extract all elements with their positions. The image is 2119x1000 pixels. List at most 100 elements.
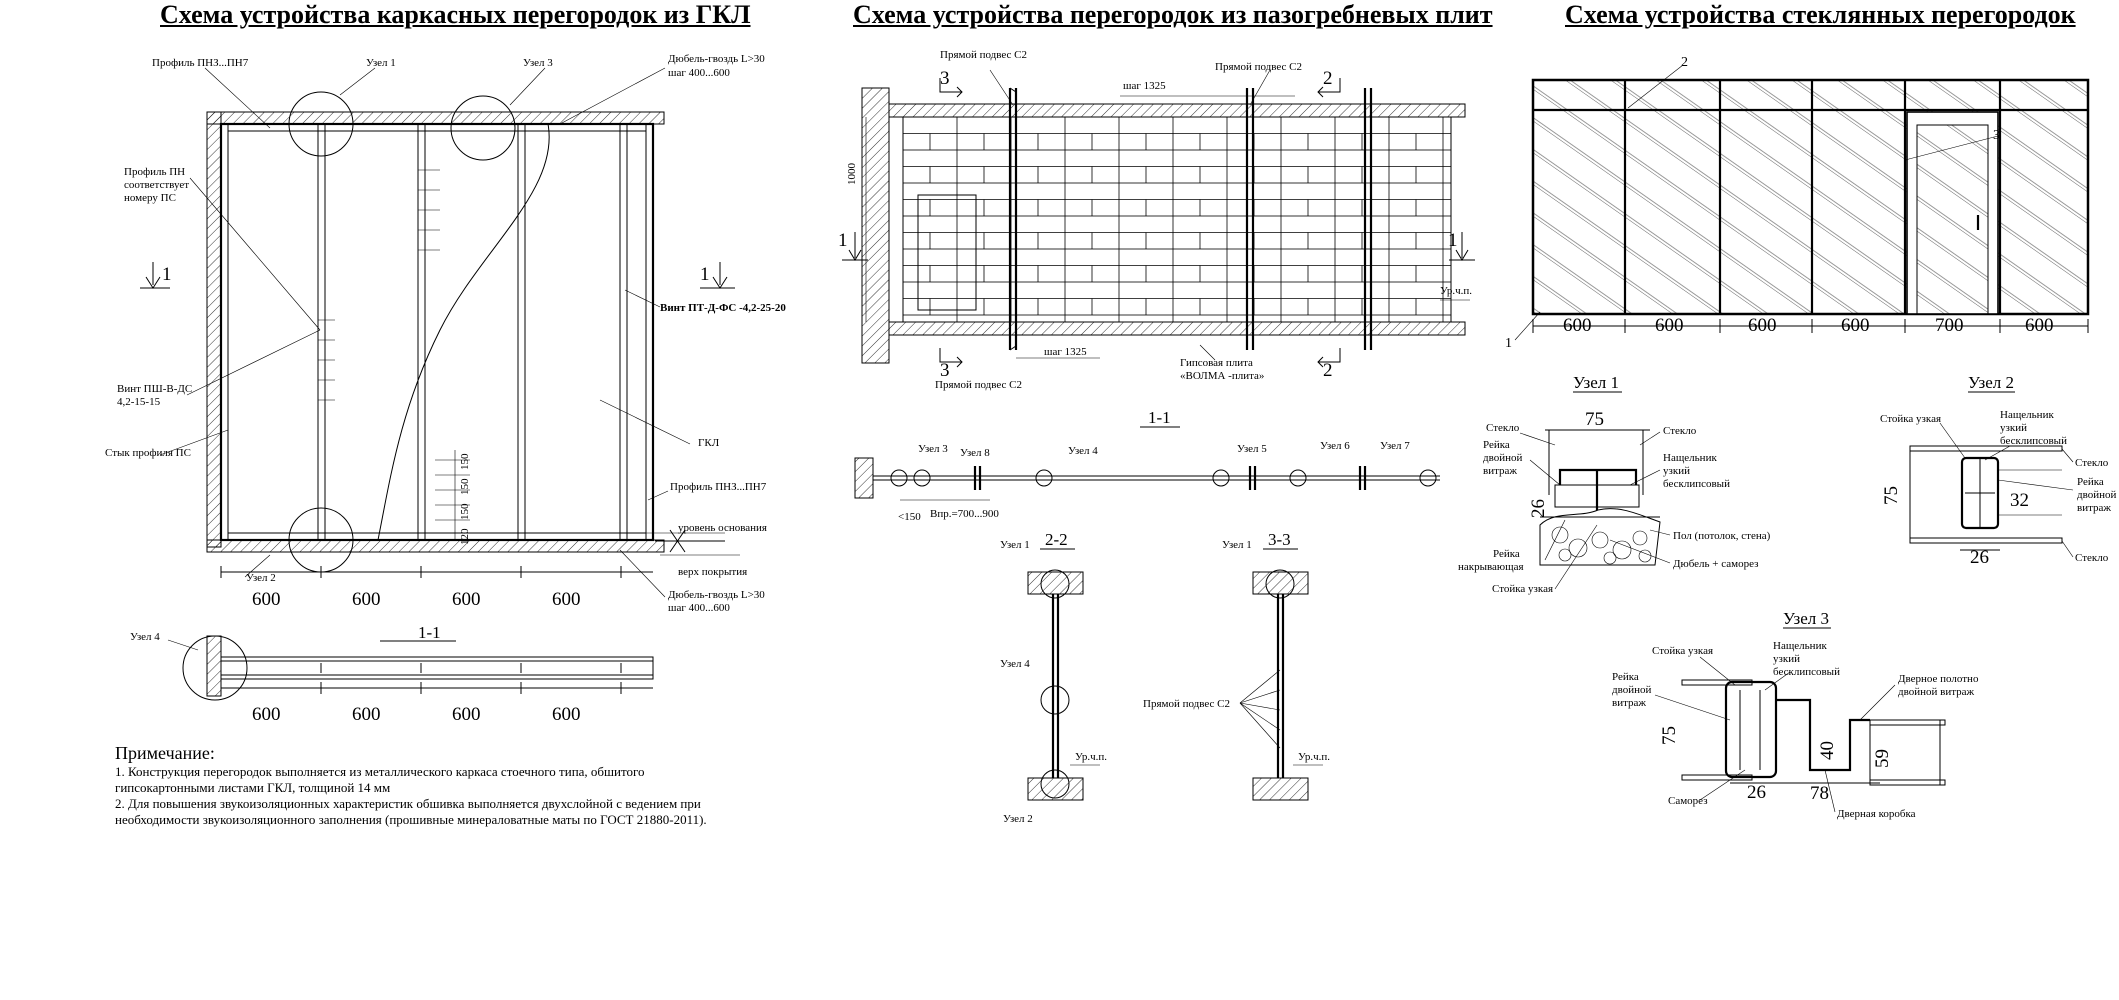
label-profile-pnz: Профиль ПНЗ...ПН7 (152, 57, 249, 69)
label-dowel-top-1: Дюбель-гвоздь L>30 (668, 53, 765, 65)
label-gn3-post: Стойка узкая (1652, 645, 1713, 657)
note-p2: 2. Для повышения звукоизоляционных харак… (115, 796, 707, 827)
dim-gkl-3: 600 (452, 589, 481, 610)
label-gn1-floor: Пол (потолок, стена) (1673, 530, 1771, 542)
dim-gkl2-1: 600 (252, 704, 281, 725)
dim-glass-1: 600 (1563, 315, 1592, 336)
notes-block: Примечание: 1. Конструкция перегородок в… (115, 742, 715, 828)
dim-glass-4: 600 (1841, 315, 1870, 336)
label-gn3-rail-1: Рейка (1612, 671, 1639, 683)
label-screw-pt: Винт ПТ-Д-ФС -4,2-25-20 (660, 302, 786, 314)
label-plate-2: «ВОЛМА -плита» (1180, 370, 1264, 382)
label-screw-psh-1: Винт ПШ-В-ДС (117, 383, 192, 395)
label-gn3-h75: 75 (1659, 726, 1680, 745)
label-joint-ps: Стык профиля ПС (105, 447, 191, 459)
pgp-labels: Прямой подвес С2 Прямой подвес С2 шаг 13… (838, 49, 1472, 391)
label-gn3-rail-2: двойной (1612, 684, 1651, 696)
label-gn2-w26: 26 (1970, 547, 1989, 568)
dim-glass-5: 700 (1935, 315, 1964, 336)
dim-glass-3: 600 (1748, 315, 1777, 336)
label-pgp-n7: Узел 7 (1380, 440, 1410, 452)
label-gn3-h40: 40 (1817, 741, 1838, 760)
label-node2: Узел 2 (246, 572, 276, 584)
dim-gkl-2: 600 (352, 589, 381, 610)
label-gn3-frame: Дверная коробка (1837, 808, 1916, 820)
label-pgp-level3: Ур.ч.п. (1298, 751, 1330, 763)
label-pgp-lt150: <150 (898, 511, 921, 523)
label-gn3-screw: Саморез (1668, 795, 1708, 807)
label-mark2-bot: 2 (1323, 360, 1333, 381)
gkl-dims: 600 600 600 600 (252, 589, 581, 610)
gkl-plan-1-1: 1-1 Узел 4 600 600 600 600 (130, 623, 654, 725)
label-glass-m1: 1 (1505, 336, 1512, 351)
pgp-section-2-2: 2-2 Узел 1 Узел 4 Ур.ч.п. Узел 2 (1000, 530, 1107, 825)
label-gn3-door-1: Дверное полотно (1898, 673, 1979, 685)
label-gn3-title: Узел 3 (1783, 609, 1829, 628)
label-gn2-h75: 75 (1881, 486, 1902, 505)
label-pgp-vpr: Впр.=700...900 (930, 508, 999, 520)
dim-gkl2-2: 600 (352, 704, 381, 725)
label-plate-1: Гипсовая плита (1180, 357, 1253, 369)
label-step-top: шаг 1325 (1123, 80, 1166, 92)
label-gn2-rail-1: Рейка (2077, 476, 2104, 488)
label-gn2-strip-2: узкий (2000, 422, 2027, 434)
label-profile-pn-2: соответствует (124, 179, 189, 191)
label-gn1-rail-3: витраж (1483, 465, 1517, 477)
label-gn2-w32: 32 (2010, 490, 2029, 511)
label-h1000: 1000 (846, 163, 858, 186)
label-node4: Узел 4 (130, 631, 160, 643)
label-level: Ур.ч.п. (1440, 285, 1472, 297)
label-gn1-strip-3: бесклипсовый (1663, 478, 1730, 490)
label-step-bot: шаг 1325 (1044, 346, 1087, 358)
label-gn1-w75: 75 (1585, 409, 1604, 430)
label-gn3-h59: 59 (1872, 749, 1893, 768)
label-pgp-n3: Узел 3 (918, 443, 948, 455)
label-pgp-n8: Узел 8 (960, 447, 990, 459)
dim-glass-6: 600 (2025, 315, 2054, 336)
label-gn2-title: Узел 2 (1968, 373, 2014, 392)
label-mark3-top: 3 (940, 68, 950, 89)
label-gkl-section-title: 1-1 (418, 623, 441, 642)
label-pgp-sec11: 1-1 (1148, 408, 1171, 427)
label-gn1-rail-1: Рейка (1483, 439, 1510, 451)
label-gn1-cover-2: накрывающая (1458, 561, 1524, 573)
label-base-level: уровень основания (678, 522, 767, 534)
glass-node-1: Узел 1 75 26 Стекло Стекло Рейка двойной… (1458, 373, 1771, 595)
gkl-elevation (140, 67, 740, 598)
glass-node-3: Узел 3 Стойка узкая Нащельник узкий беск… (1612, 609, 1979, 820)
label-profile-pn-1: Профиль ПН (124, 166, 185, 178)
label-pgp-n4: Узел 4 (1068, 445, 1098, 457)
label-pgp-level2: Ур.ч.п. (1075, 751, 1107, 763)
label-pgp-n6: Узел 6 (1320, 440, 1350, 452)
label-gn3-w26: 26 (1747, 782, 1766, 803)
dim-gkl-1: 600 (252, 589, 281, 610)
label-pgp-n1b: Узел 1 (1222, 539, 1252, 551)
dim-gkl-4: 600 (552, 589, 581, 610)
label-gn3-strip-3: бесклипсовый (1773, 666, 1840, 678)
glass-elevation: 2 3 1 600 600 600 600 700 600 (1505, 55, 2090, 351)
label-gn1-title: Узел 1 (1573, 373, 1619, 392)
pgp-section-3-3: 3-3 Узел 1 Прямой подвес С2 Ур.ч.п. (1143, 530, 1330, 801)
label-dowel-bot-1: Дюбель-гвоздь L>30 (668, 589, 765, 601)
label-gn1-strip-2: узкий (1663, 465, 1690, 477)
label-gn3-strip-2: узкий (1773, 653, 1800, 665)
glass-node-2: Узел 2 Стойка узкая Нащельник узкий беск… (1880, 373, 2116, 568)
title-gkl: Схема устройства каркасных перегородок и… (160, 0, 751, 29)
label-mark3-bot: 3 (940, 360, 950, 381)
label-profile-pnz-2: Профиль ПНЗ...ПН7 (670, 481, 767, 493)
title-pgp: Схема устройства перегородок из пазогреб… (853, 0, 1493, 29)
label-gn2-glass-b: Стекло (2075, 552, 2109, 564)
label-dowel-top-2: шаг 400...600 (668, 67, 730, 79)
label-pgp-sec22: 2-2 (1045, 530, 1068, 549)
label-gn2-rail-3: витраж (2077, 502, 2111, 514)
label-gn2-glass-r: Стекло (2075, 457, 2109, 469)
label-pgp-n4b: Узел 4 (1000, 658, 1030, 670)
label-gn1-dowel: Дюбель + саморез (1673, 558, 1759, 570)
dim-gkl2-4: 600 (552, 704, 581, 725)
dim-glass-2: 600 (1655, 315, 1684, 336)
label-floor-top: верх покрытия (678, 566, 747, 578)
label-gn1-strip-1: Нащельник (1663, 452, 1717, 464)
label-screw-psh-2: 4,2-15-15 (117, 396, 161, 408)
label-mark1-right: 1 (1448, 230, 1458, 251)
